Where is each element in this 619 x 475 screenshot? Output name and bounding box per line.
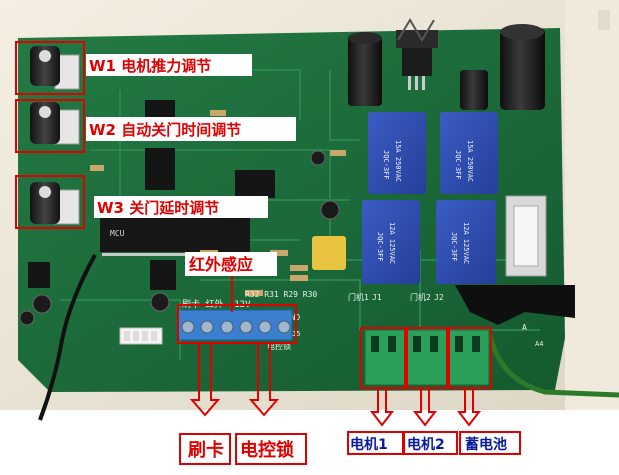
bottom-arrows	[189, 343, 482, 427]
battery-label-box	[459, 431, 521, 455]
relay-4: JQC-3FF 12A 125VAC	[436, 200, 496, 284]
mount-bracket	[455, 285, 575, 325]
potentiometer-w3	[30, 182, 80, 225]
terminal-block-motor1	[364, 329, 406, 386]
w1-label: W1 电机推力调节	[89, 57, 211, 75]
terminal-highlight-box	[177, 304, 297, 344]
heatsink	[396, 18, 438, 90]
svg-text:J1: J1	[372, 293, 382, 302]
w2-highlight-box	[15, 99, 85, 153]
svg-text:A4: A4	[535, 340, 543, 348]
motor1-highlight-box	[360, 327, 408, 389]
terminal-block-blue	[177, 309, 293, 341]
yellow-capacitor	[312, 236, 346, 270]
card-label: 刷卡	[188, 439, 224, 461]
svg-text:A: A	[522, 323, 527, 332]
card-label-box	[179, 433, 231, 465]
svg-text:JQC-3FF: JQC-3FF	[376, 232, 384, 262]
relay-1: JQC-3FF 15A 250VAC	[368, 112, 426, 194]
motor2-label: 电机2	[407, 436, 445, 453]
svg-text:门机2: 门机2	[410, 292, 431, 302]
motor2-highlight-box	[404, 327, 450, 389]
battery-highlight-box	[446, 327, 492, 389]
annotation-boxes	[15, 41, 492, 389]
svg-text:JQC-3FF: JQC-3FF	[382, 150, 390, 180]
svg-text:15A 250VAC: 15A 250VAC	[466, 140, 474, 182]
battery-arrow	[456, 388, 482, 427]
terminal-block-battery	[448, 329, 490, 386]
svg-text:门机1: 门机1	[348, 292, 369, 302]
white-connector	[119, 327, 163, 345]
motor1-arrow	[369, 388, 395, 427]
lock-arrow	[248, 343, 280, 417]
fuse	[505, 195, 547, 277]
w3-highlight-box	[15, 175, 85, 229]
svg-text:J2: J2	[434, 293, 444, 302]
ir-label: 红外感应	[189, 255, 253, 274]
svg-text:电控锁: 电控锁	[267, 341, 291, 351]
svg-text:MCU: MCU	[110, 229, 125, 238]
card-arrow	[189, 343, 221, 417]
svg-text:JQC-3FF: JQC-3FF	[454, 150, 462, 180]
potentiometer-w2	[30, 102, 80, 145]
svg-text:12A 125VAC: 12A 125VAC	[388, 222, 396, 264]
motor1-label: 电机1	[350, 436, 388, 453]
svg-text:12A 125VAC: 12A 125VAC	[462, 222, 470, 264]
w1-highlight-box	[15, 41, 85, 95]
relay-2: JQC-3FF 15A 250VAC	[440, 112, 498, 194]
motor2-arrow	[412, 388, 438, 427]
terminal-block-motor2	[406, 329, 448, 386]
cable	[38, 254, 97, 421]
enclosure-right-wall	[565, 0, 619, 410]
lock-label: 电控锁	[240, 439, 294, 461]
svg-text:JQC-3FF: JQC-3FF	[450, 232, 458, 262]
motor2-label-box	[403, 431, 458, 455]
battery-label: 蓄电池	[465, 436, 507, 453]
green-wire	[487, 334, 619, 398]
electrolytic-capacitors	[348, 24, 545, 110]
lock-label-box	[235, 433, 307, 465]
svg-text:15A 250VAC: 15A 250VAC	[394, 140, 402, 182]
svg-text:R32 R31 R29 R30: R32 R31 R29 R30	[245, 290, 317, 299]
potentiometer-w1	[30, 46, 80, 90]
w2-label: W2 自动关门时间调节	[89, 121, 241, 139]
relay-3: JQC-3FF 12A 125VAC	[362, 200, 420, 284]
w3-label: W3 关门延时调节	[97, 199, 219, 217]
